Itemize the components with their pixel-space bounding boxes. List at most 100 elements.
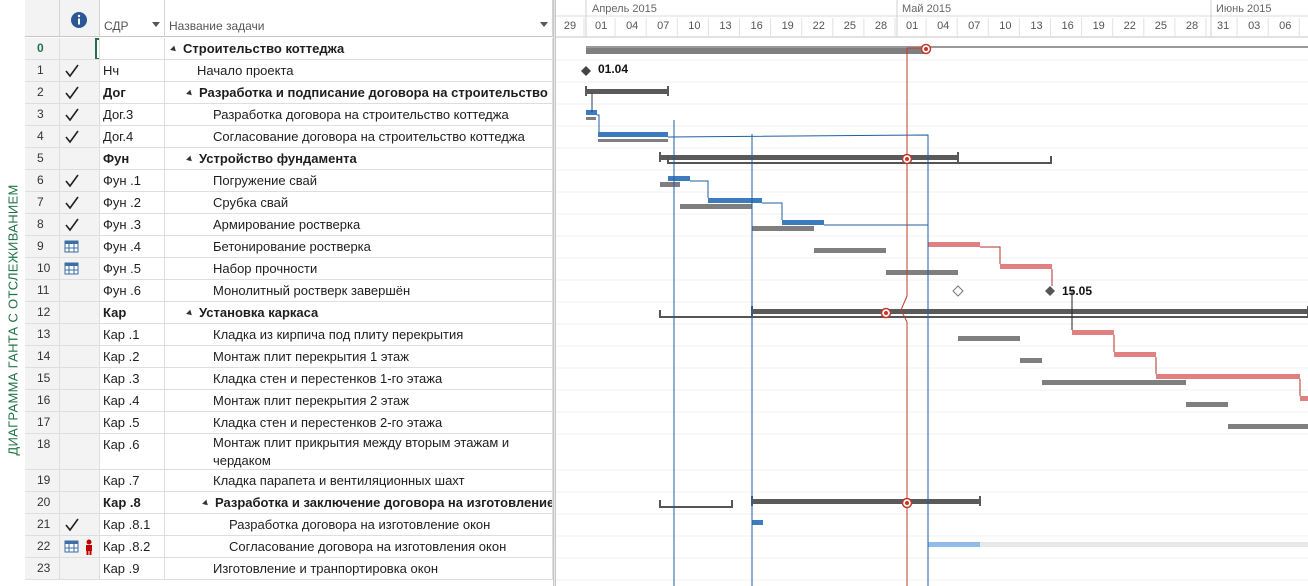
row-wbs[interactable]: Фун .6 (100, 280, 165, 301)
row-task-name[interactable]: Согласование договора на строительство к… (165, 126, 553, 147)
row-wbs[interactable]: Фун .1 (100, 170, 165, 191)
actual-bar[interactable] (708, 198, 762, 203)
row-id[interactable]: 3 (25, 104, 60, 125)
project-summary-bar[interactable] (586, 48, 926, 54)
actual-bar[interactable] (586, 110, 597, 115)
chevron-down-icon[interactable] (540, 22, 548, 27)
row-wbs[interactable]: Дог (100, 82, 165, 103)
critical-bar[interactable] (1156, 374, 1300, 379)
row-id[interactable]: 8 (25, 214, 60, 235)
row-id[interactable]: 10 (25, 258, 60, 279)
row-wbs[interactable]: Кар .9 (100, 558, 165, 579)
row-id[interactable]: 22 (25, 536, 60, 557)
baseline-bar[interactable] (586, 117, 596, 120)
row-task-name[interactable]: Набор прочности (165, 258, 553, 279)
row-wbs[interactable]: Кар .1 (100, 324, 165, 345)
milestone-diamond[interactable] (581, 66, 591, 76)
baseline-bar[interactable] (752, 226, 814, 231)
baseline-bar[interactable] (660, 182, 680, 187)
row-task-name[interactable]: Кладка стен и перестенков 2-го этажа (165, 412, 553, 433)
row-id[interactable]: 0 (25, 38, 60, 59)
row-wbs[interactable]: Кар .8.2 (100, 536, 165, 557)
selected-cell[interactable] (95, 38, 99, 59)
remaining-bar[interactable] (980, 542, 1308, 547)
baseline-bar[interactable] (1020, 358, 1042, 363)
row-wbs[interactable]: Фун .3 (100, 214, 165, 235)
collapse-triangle-icon[interactable] (170, 45, 178, 54)
column-header-indicators[interactable] (60, 0, 100, 37)
row-id[interactable]: 5 (25, 148, 60, 169)
baseline-bar[interactable] (1186, 402, 1228, 407)
critical-bar[interactable] (1114, 352, 1156, 357)
collapse-triangle-icon[interactable] (186, 155, 194, 164)
row-task-name[interactable]: Разработка и заключение договора на изго… (165, 492, 553, 513)
row-task-name[interactable]: Начало проекта (165, 60, 553, 81)
column-header-wbs[interactable]: СДР (100, 0, 165, 37)
row-id[interactable]: 4 (25, 126, 60, 147)
critical-bar[interactable] (1300, 396, 1308, 401)
summary-bar[interactable] (752, 499, 980, 504)
row-id[interactable]: 7 (25, 192, 60, 213)
row-id[interactable]: 20 (25, 492, 60, 513)
row-wbs[interactable]: Кар (100, 302, 165, 323)
row-task-name[interactable]: Кладка стен и перестенков 1-го этажа (165, 368, 553, 389)
row-task-name[interactable]: Изготовление и транпортировка окон (165, 558, 553, 579)
row-wbs[interactable]: Фун .2 (100, 192, 165, 213)
row-id[interactable]: 6 (25, 170, 60, 191)
row-task-name[interactable]: Разработка и подписание договора на стро… (165, 82, 553, 103)
collapse-triangle-icon[interactable] (202, 499, 210, 508)
row-task-name[interactable]: Установка каркаса (165, 302, 553, 323)
baseline-bar[interactable] (958, 336, 1020, 341)
row-task-name[interactable]: Монолитный ростверк завершён (165, 280, 553, 301)
baseline-bar[interactable] (1228, 424, 1308, 429)
baseline-summary-bar[interactable] (660, 506, 732, 508)
row-task-name[interactable]: Кладка парапета и вентиляционных шахт (165, 470, 553, 491)
baseline-milestone-diamond[interactable] (952, 285, 964, 297)
actual-bar[interactable] (928, 542, 980, 547)
row-task-name[interactable]: Монтаж плит перекрытия 2 этаж (165, 390, 553, 411)
row-wbs[interactable]: Кар .3 (100, 368, 165, 389)
row-id[interactable]: 21 (25, 514, 60, 535)
row-wbs[interactable]: Кар .2 (100, 346, 165, 367)
row-wbs[interactable]: Кар .5 (100, 412, 165, 433)
row-id[interactable]: 1 (25, 60, 60, 81)
actual-bar[interactable] (782, 220, 824, 225)
row-wbs[interactable]: Дог.4 (100, 126, 165, 147)
row-task-name[interactable]: Бетонирование ростверка (165, 236, 553, 257)
chevron-down-icon[interactable] (152, 22, 160, 27)
milestone-diamond[interactable] (1045, 286, 1055, 296)
row-task-name[interactable]: Согласование договора на изготовления ок… (165, 536, 553, 557)
critical-bar[interactable] (1072, 330, 1114, 335)
baseline-bar[interactable] (680, 204, 752, 209)
row-wbs[interactable]: Кар .8 (100, 492, 165, 513)
row-wbs[interactable]: Кар .4 (100, 390, 165, 411)
project-summary-outline-bar[interactable] (586, 46, 1308, 48)
collapse-triangle-icon[interactable] (186, 309, 194, 318)
row-id[interactable]: 16 (25, 390, 60, 411)
actual-bar[interactable] (668, 176, 690, 181)
select-all-corner[interactable] (25, 0, 60, 37)
row-id[interactable]: 2 (25, 82, 60, 103)
baseline-summary-bar[interactable] (660, 316, 1308, 318)
critical-bar[interactable] (928, 242, 980, 247)
row-task-name[interactable]: Армирование ростверка (165, 214, 553, 235)
baseline-bar[interactable] (1042, 380, 1186, 385)
row-id[interactable]: 14 (25, 346, 60, 367)
row-wbs[interactable] (100, 38, 165, 59)
row-id[interactable]: 19 (25, 470, 60, 491)
actual-bar[interactable] (752, 520, 763, 525)
